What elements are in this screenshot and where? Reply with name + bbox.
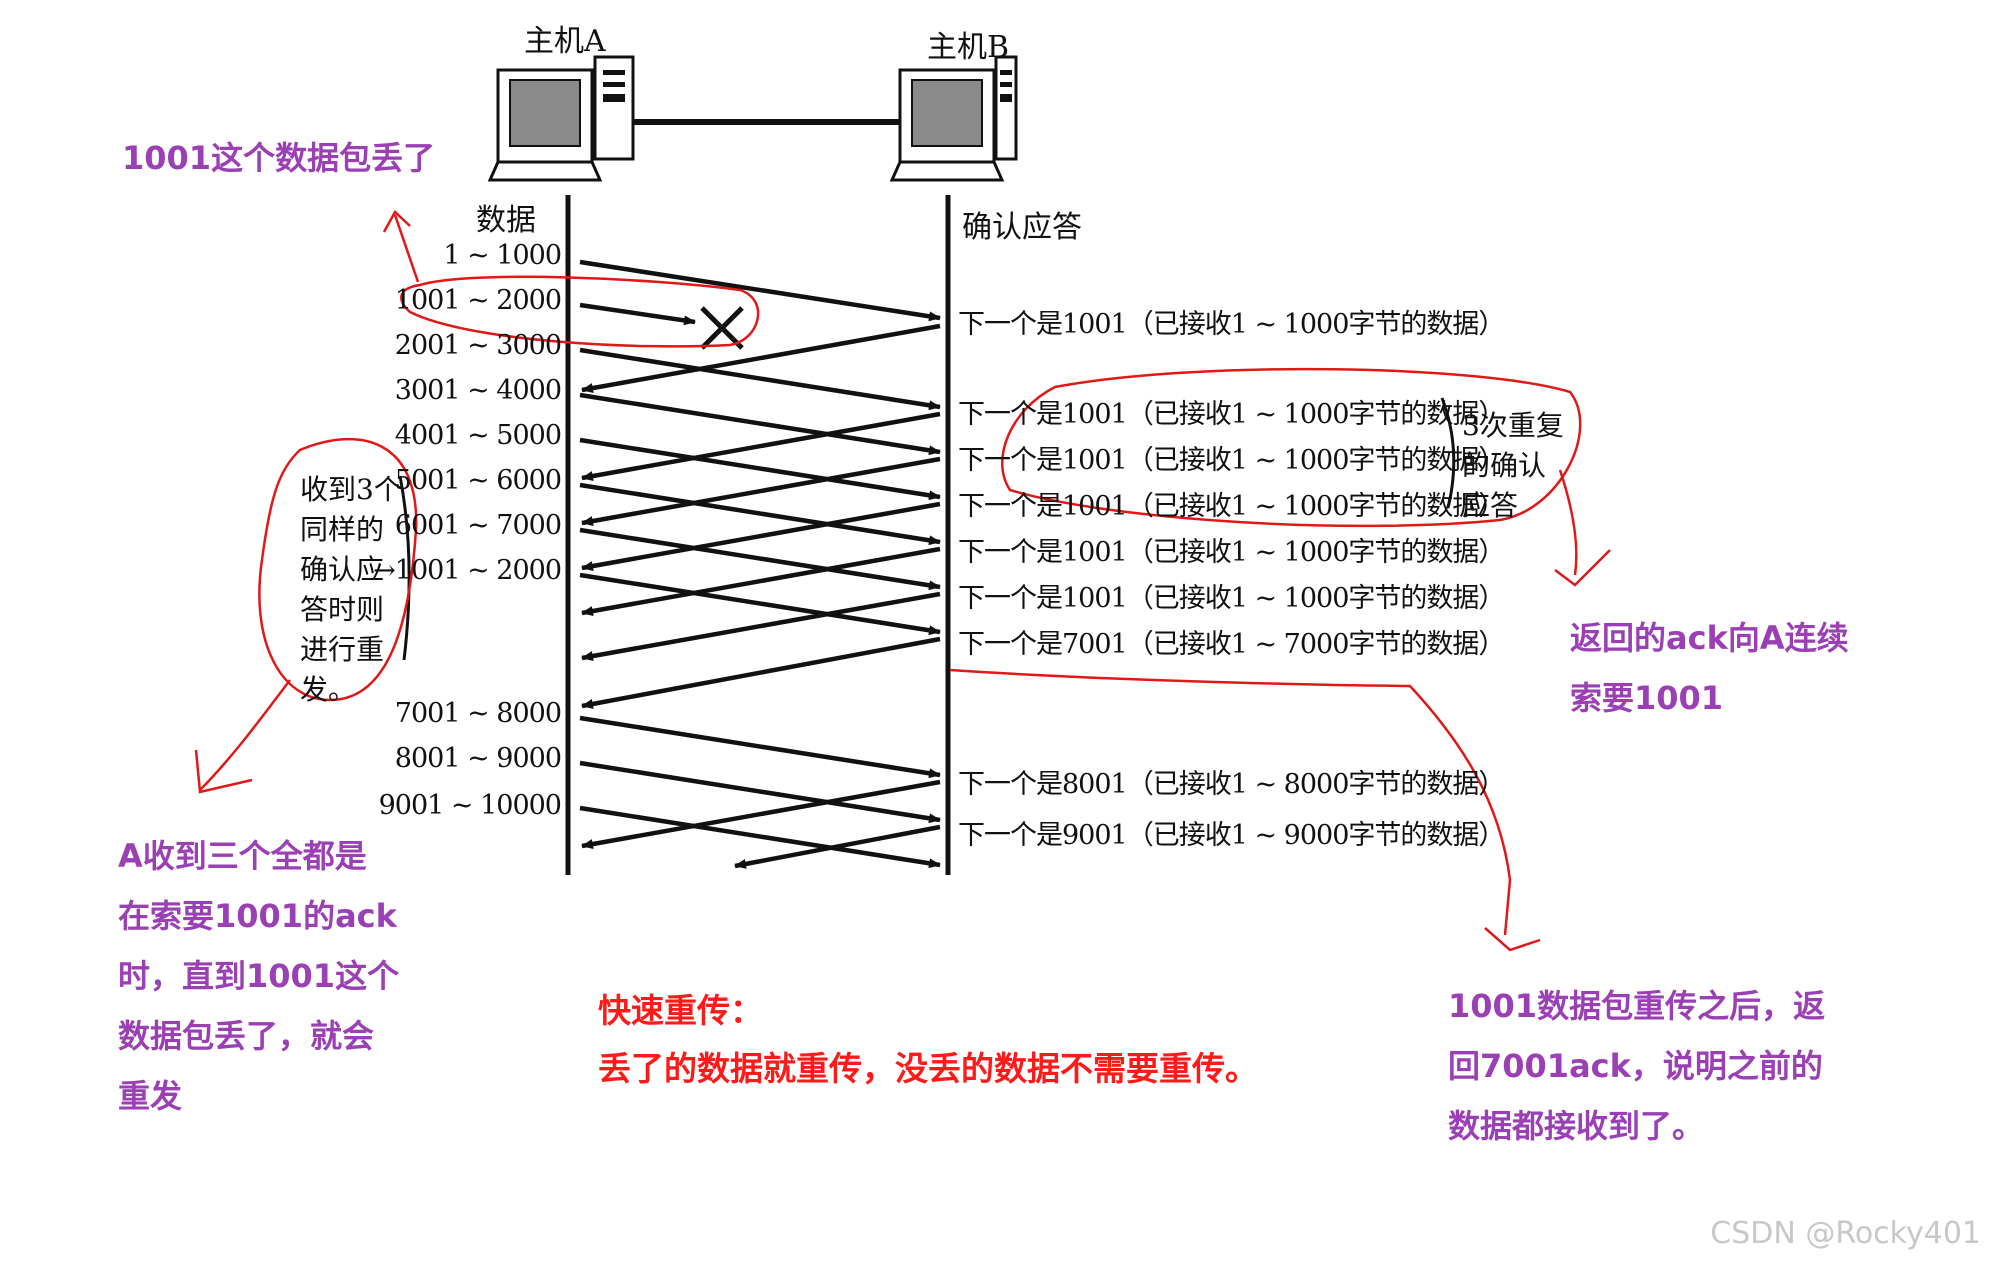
- lost-packet-annotation: 1001这个数据包丢了: [122, 139, 436, 177]
- ack-column-header: 确认应答: [962, 210, 1082, 245]
- right-note-line: 3次重复: [1462, 409, 1564, 442]
- ack-9001-arrow: [734, 824, 941, 869]
- left-note-line: 发。: [300, 673, 357, 706]
- repeat-ack-arrow-down: [1554, 469, 1611, 587]
- red-annotation-strokes: [194, 209, 1611, 952]
- segment-label: 9001 ~ 10000: [378, 790, 562, 821]
- ack-2-arrow: [581, 411, 941, 481]
- ack-8001-arrow: [581, 779, 941, 849]
- annotation-line: 数据包丢了，就会: [118, 1017, 375, 1055]
- segment-label-resend: →1001 ~ 2000: [373, 555, 562, 586]
- segment-9001-10000-arrow: [579, 805, 941, 869]
- left-note-circle: [258, 437, 418, 702]
- annotation-line: 索要1001: [1570, 679, 1724, 717]
- segment-label: 1 ~ 1000: [443, 240, 562, 271]
- fast-retransmit-title: 快速重传：: [598, 991, 763, 1030]
- segment-8001-9000-arrow: [579, 760, 941, 824]
- data-column-header: 数据: [476, 203, 536, 238]
- ack-3-arrow: [581, 456, 941, 526]
- csdn-watermark: CSDN @Rocky401: [1710, 1216, 1981, 1251]
- ack-label: 下一个是7001（已接收1 ~ 7000字节的数据）: [958, 629, 1505, 660]
- annotation-line: A收到三个全都是: [118, 837, 367, 875]
- ack-label: 下一个是1001（已接收1 ~ 1000字节的数据）: [958, 399, 1505, 430]
- lost-arrow-up: [382, 209, 420, 283]
- repeat-ack-brace: [1440, 397, 1456, 509]
- ack-label: 下一个是1001（已接收1 ~ 1000字节的数据）: [958, 309, 1505, 340]
- after-resend-arrow: [949, 668, 1541, 952]
- segment-label: 3001 ~ 4000: [394, 375, 562, 406]
- segment-label: 6001 ~ 7000: [394, 510, 562, 541]
- segment-4001-5000-arrow: [579, 437, 941, 501]
- host-a-computer-icon: [487, 55, 635, 182]
- ack-label: 下一个是9001（已接收1 ~ 9000字节的数据）: [958, 820, 1505, 851]
- left-note: 收到3个 同样的 确认应 答时则 进行重 发。: [300, 470, 402, 710]
- segment-6001-7000-arrow: [579, 527, 941, 591]
- fast-retransmit-text: 丢了的数据就重传，没丢的数据不需要重传。: [598, 1049, 1258, 1088]
- ack-repeat-annotation: 返回的ack向A连续 索要1001: [1570, 608, 1849, 728]
- annotation-line: 回7001ack，说明之前的: [1448, 1047, 1823, 1085]
- right-note-line: 应答: [1462, 489, 1519, 522]
- annotation-line: 返回的ack向A连续: [1570, 619, 1849, 657]
- segment-5001-6000-arrow: [579, 482, 941, 546]
- right-note-line: 的确认: [1462, 449, 1547, 482]
- segment-label: 1001 ~ 2000: [394, 285, 562, 316]
- ack-1-arrow: [581, 323, 941, 393]
- ack-arrows: [581, 323, 941, 869]
- left-note-line: 进行重: [300, 633, 385, 666]
- segment-label: 7001 ~ 8000: [394, 698, 562, 729]
- segment-label: 8001 ~ 9000: [394, 743, 562, 774]
- segment-7001-8000-arrow: [579, 715, 941, 779]
- a-received-annotation: A收到三个全都是 在索要1001的ack 时，直到1001这个 数据包丢了，就会…: [118, 826, 399, 1126]
- annotation-line: 数据都接收到了。: [1448, 1107, 1705, 1145]
- segment-label: 4001 ~ 5000: [394, 420, 562, 451]
- segment-3001-4000-arrow: [579, 392, 941, 456]
- left-note-line: 答时则: [300, 593, 385, 626]
- ack-label: 下一个是1001（已接收1 ~ 1000字节的数据）: [958, 583, 1505, 614]
- repeat-ack-circle: [1001, 367, 1582, 528]
- segment-1001-2000-resend-arrow: [579, 572, 941, 636]
- ack-label: 下一个是8001（已接收1 ~ 8000字节的数据）: [958, 769, 1505, 800]
- ack-5-arrow: [581, 546, 941, 616]
- ack-label: 下一个是1001（已接收1 ~ 1000字节的数据）: [958, 537, 1505, 568]
- annotation-line: 时，直到1001这个: [118, 957, 400, 995]
- host-b-label: 主机B: [927, 30, 1010, 65]
- left-note-line: 确认应: [300, 553, 385, 586]
- ack-label: 下一个是1001（已接收1 ~ 1000字节的数据）: [958, 491, 1505, 522]
- fast-retransmit-annotation: 快速重传： 丢了的数据就重传，没丢的数据不需要重传。: [598, 982, 1258, 1098]
- segment-2001-3000-arrow: [579, 347, 941, 411]
- host-a-label: 主机A: [524, 24, 606, 59]
- annotation-line: 重发: [118, 1077, 183, 1115]
- annotation-line: 在索要1001的ack: [118, 897, 397, 935]
- segment-1-1000-arrow: [579, 259, 941, 322]
- left-note-line: 同样的: [300, 513, 385, 546]
- ack-4-arrow: [581, 501, 941, 571]
- left-note-brace: [398, 475, 411, 661]
- after-resend-annotation: 1001数据包重传之后，返 回7001ack，说明之前的 数据都接收到了。: [1448, 976, 1825, 1156]
- host-b-computer-icon: [889, 55, 1018, 182]
- annotation-line: 1001数据包重传之后，返: [1448, 987, 1826, 1025]
- segment-label: 5001 ~ 6000: [394, 465, 562, 496]
- lost-packet-x-icon: [700, 306, 744, 350]
- left-note-line: 收到3个: [300, 473, 402, 506]
- data-arrows: [579, 259, 941, 869]
- segment-1001-2000-lost-arrow: [579, 302, 696, 326]
- segment-label: 2001 ~ 3000: [394, 330, 562, 361]
- right-note: 3次重复 的确认 应答: [1462, 406, 1564, 526]
- ack-label: 下一个是1001（已接收1 ~ 1000字节的数据）: [958, 445, 1505, 476]
- left-note-arrow-down: [194, 679, 291, 794]
- ack-7001-arrow: [581, 636, 941, 709]
- lost-segment-circle: [400, 275, 760, 348]
- ack-6-arrow: [581, 591, 941, 661]
